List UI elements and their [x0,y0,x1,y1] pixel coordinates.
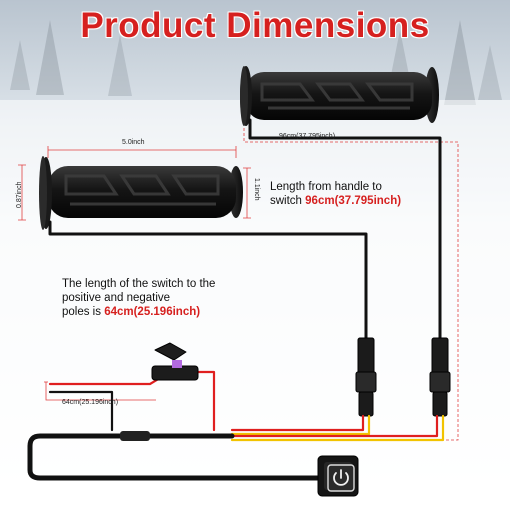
note-line: poles is 64cm(25.196inch) [62,305,215,319]
note-prefix: switch [270,195,306,207]
grip-length-label: 5.0inch [122,139,145,146]
grip-diameter-label: 0.87inch [16,181,23,208]
switch-to-poles-note: The length of the switch to the positive… [62,277,215,319]
right-cable-length-label: 96cm(37.795inch) [279,133,336,140]
note-line: The length of the switch to the [62,278,216,290]
note-line: switch 96cm(37.795inch) [270,194,401,208]
note-line: Length from handle to [270,181,382,193]
page-title: Product Dimensions [80,6,430,45]
right-grip [240,66,439,126]
dimension-lines [18,128,459,441]
left-cable-length-label: 64cm(25.196inch) [62,399,119,406]
note-prefix: poles is [62,306,105,318]
power-button-icon[interactable] [323,458,359,496]
handle-to-switch-note: Length from handle to switch 96cm(37.795… [270,180,401,208]
grip-end-diameter-label: 1.1inch [253,178,260,201]
fuse-holder-icon [151,342,199,381]
handle-to-switch-value: 96cm(37.795inch) [305,195,402,207]
connector-right [429,337,451,417]
switch-to-poles-value: 64cm(25.196inch) [104,306,201,318]
left-grip [39,156,243,230]
note-line: positive and negative [62,292,171,304]
wiring [27,118,451,481]
connector-left [355,337,377,417]
